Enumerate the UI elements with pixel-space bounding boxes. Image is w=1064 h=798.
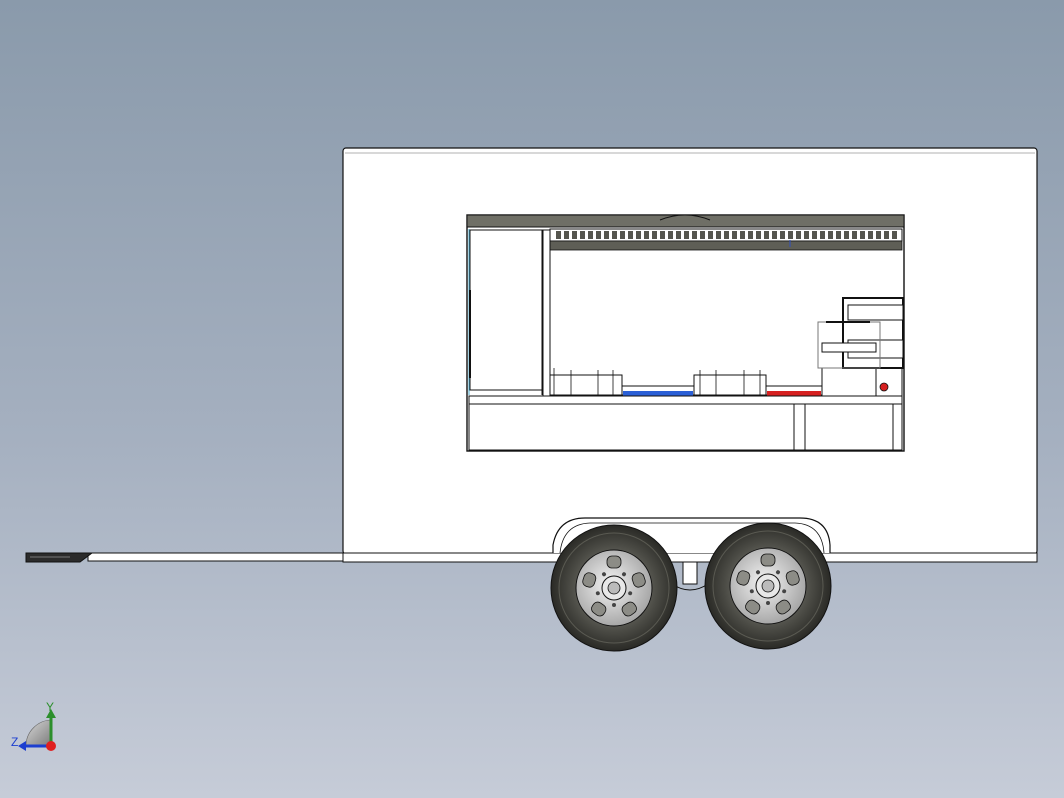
- rim-slots: [582, 555, 646, 617]
- wheel-rear: [704, 522, 832, 650]
- x-axis-dot: [46, 741, 56, 751]
- lug-nut: [621, 572, 626, 577]
- hood-rib: [660, 231, 665, 239]
- hood-rib: [884, 231, 889, 239]
- rim-slot: [582, 572, 597, 588]
- rim-slot: [621, 601, 637, 617]
- hood-rib: [668, 231, 673, 239]
- hood-rib: [628, 231, 633, 239]
- hood-rib: [620, 231, 625, 239]
- hood-rib: [588, 231, 593, 239]
- hood-rib: [676, 231, 681, 239]
- hood-rib: [716, 231, 721, 239]
- hood-rib: [572, 231, 577, 239]
- lug-nut: [756, 570, 761, 575]
- rim-slot: [775, 599, 791, 615]
- lower-cabinet: [468, 395, 903, 451]
- hood-rib: [636, 231, 641, 239]
- rim-slots: [736, 553, 800, 615]
- hood-rib: [652, 231, 657, 239]
- rim-slot: [785, 570, 800, 586]
- y-axis-label: Y: [46, 700, 55, 714]
- hood-rib: [852, 231, 857, 239]
- service-window: [466, 214, 905, 452]
- z-axis-label: Z: [11, 735, 19, 749]
- hood-rib: [708, 231, 713, 239]
- rim-slot: [745, 599, 761, 615]
- hood-rib: [604, 231, 609, 239]
- lug-nut: [602, 572, 607, 577]
- hood-rib: [644, 231, 649, 239]
- hood-rib: [772, 231, 777, 239]
- hood-rib: [844, 231, 849, 239]
- lug-nut: [595, 591, 600, 596]
- hood-rib: [812, 231, 817, 239]
- counter-equipment: [549, 297, 904, 397]
- hood-rib: [684, 231, 689, 239]
- blue-tray: [623, 391, 693, 396]
- red-tray: [767, 391, 821, 396]
- left-cabinet: [468, 229, 551, 397]
- lug-nut: [775, 570, 780, 575]
- lug-nut: [749, 589, 754, 594]
- hood-rib: [692, 231, 697, 239]
- hood-rib: [740, 231, 745, 239]
- rim-slot: [591, 601, 607, 617]
- hood-rib: [748, 231, 753, 239]
- view-orientation-triad[interactable]: [18, 709, 56, 751]
- lug-nut: [766, 601, 770, 605]
- lug-nut: [782, 589, 787, 594]
- hood-rib: [876, 231, 881, 239]
- rim-slot: [606, 555, 622, 569]
- hood-rib: [796, 231, 801, 239]
- hood-rib: [564, 231, 569, 239]
- hood-rib: [700, 231, 705, 239]
- lug-nut: [612, 603, 616, 607]
- fryer-center: [693, 374, 767, 396]
- hood-rib: [580, 231, 585, 239]
- hood-rib: [612, 231, 617, 239]
- hood-rib: [732, 231, 737, 239]
- hood-rib: [724, 231, 729, 239]
- lug-nut: [628, 591, 633, 596]
- hood-rib: [780, 231, 785, 239]
- hood-rib: [764, 231, 769, 239]
- window-hood: [466, 214, 905, 228]
- hood-rib: [756, 231, 761, 239]
- hood-rib: [860, 231, 865, 239]
- hood-rib: [596, 231, 601, 239]
- hood-rib: [868, 231, 873, 239]
- hood-rib: [804, 231, 809, 239]
- wheel-front: [550, 524, 678, 652]
- hood-rib: [556, 231, 561, 239]
- rim-slot: [760, 553, 776, 567]
- tow-bar: [25, 552, 351, 563]
- hood-ribs: [556, 231, 897, 239]
- fryer-left: [549, 374, 623, 396]
- hood-rib: [788, 231, 793, 239]
- rim-slot: [736, 570, 751, 586]
- hood-rib: [836, 231, 841, 239]
- hood-rib: [892, 231, 897, 239]
- hood-rib: [828, 231, 833, 239]
- hood-rib: [820, 231, 825, 239]
- rim-slot: [631, 572, 646, 588]
